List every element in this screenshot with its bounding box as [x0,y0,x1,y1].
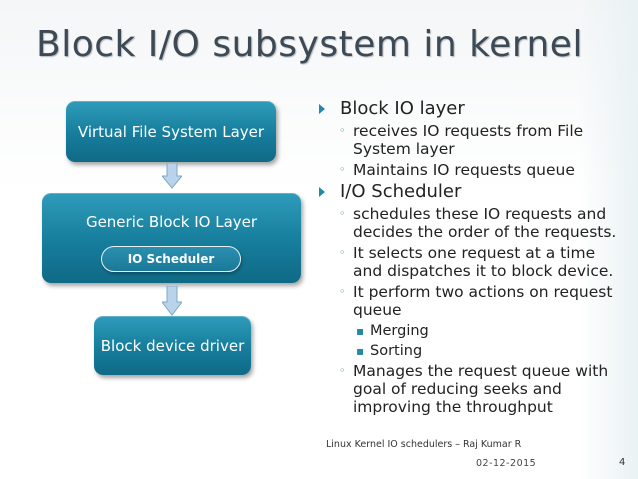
sub-bullet: ◦ receives IO requests from File System … [318,122,628,158]
bullet-text: Block IO layer [340,98,465,119]
sub-bullet-text: It perform two actions on request queue [353,283,613,319]
io-scheduler-pill: IO Scheduler [101,246,241,272]
block-device-driver-box: Block device driver [94,316,251,375]
sub-bullet-text: Maintains IO requests queue [353,161,575,179]
ring-bullet-icon: ◦ [339,207,346,220]
sub-sub-bullet: ▪ Sorting [318,342,628,360]
slide-title: Block I/O subsystem in kernel [36,24,583,65]
sub-sub-bullet-text: Merging [370,323,429,339]
triangle-bullet-icon [319,187,325,197]
bullet-list: Block IO layer ◦ receives IO requests fr… [318,99,628,419]
vfs-layer-box: Virtual File System Layer [66,101,276,162]
vfs-layer-label: Virtual File System Layer [77,122,265,141]
sub-bullet: ◦ It perform two actions on request queu… [318,283,628,319]
ring-bullet-icon: ◦ [339,124,346,137]
bullet-io-scheduler: I/O Scheduler [318,182,628,202]
sub-bullet: ◦ Maintains IO requests queue [318,161,628,179]
sub-bullet-text: It selects one request at a time and dis… [353,244,614,280]
generic-block-io-layer-box: Generic Block IO Layer IO Scheduler [42,193,301,283]
sub-sub-bullet-text: Sorting [370,343,423,359]
ring-bullet-icon: ◦ [339,246,346,259]
sub-sub-bullet: ▪ Merging [318,322,628,340]
bullet-block-io-layer: Block IO layer [318,99,628,119]
generic-block-io-layer-label: Generic Block IO Layer [85,213,258,231]
dot-bullet-icon: ▪ [356,344,365,358]
bullet-text: I/O Scheduler [340,181,462,202]
down-arrow-icon [162,286,182,316]
ring-bullet-icon: ◦ [339,285,346,298]
sub-bullet: ◦ Manages the request queue with goal of… [318,362,628,416]
ring-bullet-icon: ◦ [339,163,346,176]
page-number: 4 [619,457,626,468]
sub-bullet: ◦ schedules these IO requests and decide… [318,205,628,241]
dot-bullet-icon: ▪ [356,324,365,338]
down-arrow-icon [162,163,182,189]
slide-date: 02-12-2015 [476,458,537,469]
sub-bullet-text: Manages the request queue with goal of r… [353,362,609,416]
sub-bullet-text: schedules these IO requests and decides … [353,205,617,241]
slide-edge-accent [578,0,638,479]
slide-footer: Linux Kernel IO schedulers – Raj Kumar R [326,439,522,450]
sub-bullet-text: receives IO requests from File System la… [353,122,584,158]
block-device-driver-label: Block device driver [100,336,245,355]
io-scheduler-label: IO Scheduler [127,252,215,266]
triangle-bullet-icon [319,104,325,114]
ring-bullet-icon: ◦ [339,364,346,377]
sub-bullet: ◦ It selects one request at a time and d… [318,244,628,280]
